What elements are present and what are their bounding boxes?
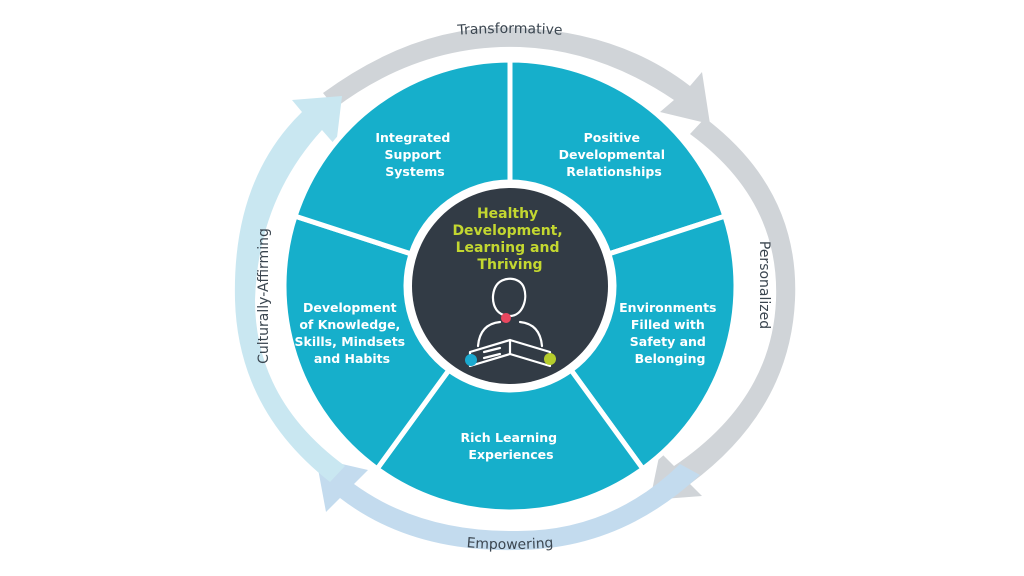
center-circle [412,188,608,384]
dot-blue [465,354,477,366]
segment-label-safety-belonging: Environments Filled with Safety and Belo… [619,300,721,366]
segment-label-positive-relationships: Positive Developmental Relationships [559,130,670,179]
segment-label-rich-learning: Rich Learning Experiences [460,430,561,462]
segment-label-integrated-support: Integrated Support Systems [375,130,454,179]
ring-label-empowering: Empowering [466,535,554,553]
arrow-transformative [323,27,710,124]
arrow-culturally-affirming [234,96,345,482]
outer-arrow-ring [234,27,796,551]
center-title: Healthy Development, Learning and Thrivi… [452,206,567,273]
arrow-empowering [316,458,700,551]
ring-label-transformative: Transformative [456,21,563,39]
ring-label-culturally-affirming: Culturally-Affirming [256,228,272,364]
arrow-personalized [650,118,796,500]
ring-label-personalized: Personalized [756,241,772,329]
dot-green [544,353,556,365]
dot-pink [501,313,511,323]
segment-label-knowledge-skills: Development of Knowledge, Skills, Mindse… [295,300,410,366]
person-reading-icon [468,277,552,368]
